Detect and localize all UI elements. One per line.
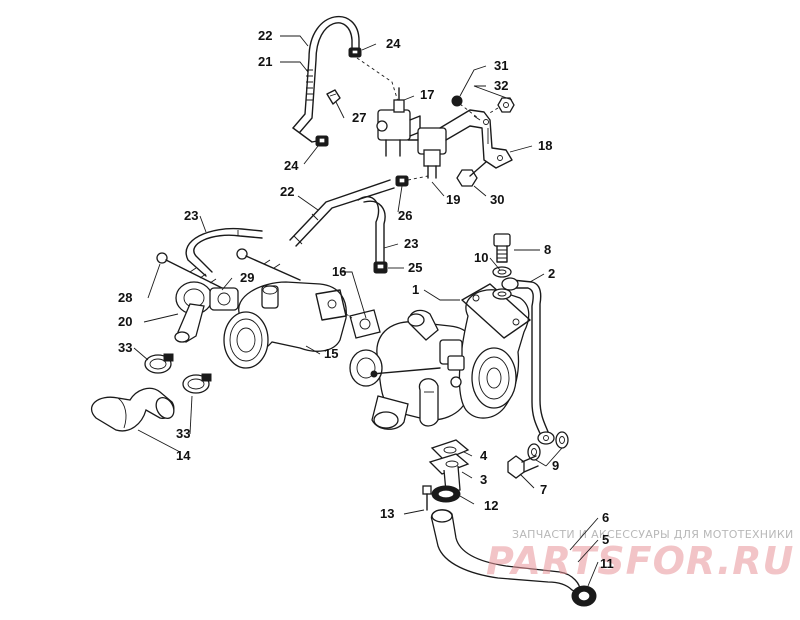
hose-clamp-12 bbox=[431, 485, 461, 503]
callout-5: 5 bbox=[602, 532, 609, 547]
callout-21: 21 bbox=[258, 54, 272, 69]
callout-4: 4 bbox=[480, 448, 488, 463]
callout-2: 2 bbox=[548, 266, 555, 281]
callout-16: 16 bbox=[332, 264, 346, 279]
hose-clamp-25 bbox=[373, 261, 388, 274]
callout-9: 9 bbox=[552, 458, 559, 473]
callout-30: 30 bbox=[490, 192, 504, 207]
callout-3: 3 bbox=[480, 472, 487, 487]
turbocharger bbox=[349, 283, 531, 430]
hose-clamp-33-lower bbox=[182, 373, 212, 394]
callout-22-mid: 22 bbox=[280, 184, 294, 199]
callout-13: 13 bbox=[380, 506, 394, 521]
mounting-bracket bbox=[439, 109, 513, 169]
gasket bbox=[345, 309, 381, 339]
callout-19: 19 bbox=[446, 192, 460, 207]
banjo-bolt-8 bbox=[493, 233, 511, 263]
callout-12: 12 bbox=[484, 498, 498, 513]
clip-27 bbox=[326, 89, 341, 105]
washer-9-right bbox=[555, 431, 569, 449]
leader-lines bbox=[133, 35, 599, 587]
bolt-30 bbox=[456, 161, 487, 187]
coolant-hose bbox=[90, 387, 175, 432]
callout-33-upper: 33 bbox=[118, 340, 132, 355]
hose-clamp-33-upper bbox=[144, 353, 174, 374]
drain-flange-3 bbox=[428, 453, 470, 493]
callout-15: 15 bbox=[324, 346, 338, 361]
callout-23-left: 23 bbox=[184, 208, 198, 223]
callout-27: 27 bbox=[352, 110, 366, 125]
intake-adapter bbox=[223, 281, 347, 369]
bolt-13 bbox=[422, 485, 432, 511]
callout-29: 29 bbox=[240, 270, 254, 285]
hose-clamp-26 bbox=[395, 175, 429, 187]
callout-6: 6 bbox=[602, 510, 609, 525]
watermark-caption: ЗАПЧАСТИ И АКСЕССУАРЫ ДЛЯ МОТОТЕХНИКИ bbox=[512, 528, 794, 541]
bolt-31 bbox=[451, 95, 479, 119]
washer-10-lower bbox=[492, 288, 512, 300]
hose-clamp-24-top bbox=[348, 47, 362, 58]
callout-23-right: 23 bbox=[404, 236, 418, 251]
nut-32 bbox=[487, 97, 515, 115]
oil-drain-hose bbox=[430, 509, 581, 595]
callout-1: 1 bbox=[412, 282, 419, 297]
callout-24-lower: 24 bbox=[284, 158, 299, 173]
callout-28: 28 bbox=[118, 290, 132, 305]
vacuum-hose-22 bbox=[289, 179, 395, 247]
callout-labels: 22 21 24 17 27 24 31 32 18 30 19 26 22 2… bbox=[118, 28, 614, 571]
wastegate-solenoid bbox=[356, 57, 421, 157]
hose-clamp-11 bbox=[571, 585, 597, 607]
callout-26: 26 bbox=[398, 208, 412, 223]
callout-32: 32 bbox=[494, 78, 508, 93]
callout-20: 20 bbox=[118, 314, 132, 329]
vacuum-hose-23-right bbox=[357, 195, 386, 263]
vacuum-hose-23-left bbox=[185, 227, 263, 277]
callout-10: 10 bbox=[474, 250, 488, 265]
washer-10-upper bbox=[492, 266, 512, 278]
callout-17: 17 bbox=[420, 87, 434, 102]
oil-feed-line bbox=[501, 277, 555, 445]
banjo-bolt-7 bbox=[507, 455, 539, 479]
callout-7: 7 bbox=[540, 482, 547, 497]
callout-18: 18 bbox=[538, 138, 552, 153]
callout-22-top: 22 bbox=[258, 28, 272, 43]
callout-8: 8 bbox=[544, 242, 551, 257]
drain-gasket-4 bbox=[430, 439, 470, 461]
callout-11: 11 bbox=[600, 556, 614, 571]
callout-24-top: 24 bbox=[386, 36, 401, 51]
washer-9-left bbox=[527, 443, 541, 461]
hose-clamp-24-lower bbox=[315, 135, 329, 147]
vacuum-hose-upper bbox=[292, 15, 360, 143]
boost-control-valve bbox=[407, 127, 447, 179]
callout-31: 31 bbox=[494, 58, 508, 73]
watermark-logo: PARTSFOR.RU bbox=[486, 539, 794, 583]
long-bolt-29 bbox=[236, 248, 301, 281]
callout-33-lower: 33 bbox=[176, 426, 190, 441]
watermark: ЗАПЧАСТИ И АКСЕССУАРЫ ДЛЯ МОТОТЕХНИКИ PA… bbox=[486, 528, 794, 583]
callout-25: 25 bbox=[408, 260, 422, 275]
coolant-elbow bbox=[174, 281, 239, 343]
callout-14: 14 bbox=[176, 448, 191, 463]
long-bolt-28 bbox=[156, 252, 231, 293]
